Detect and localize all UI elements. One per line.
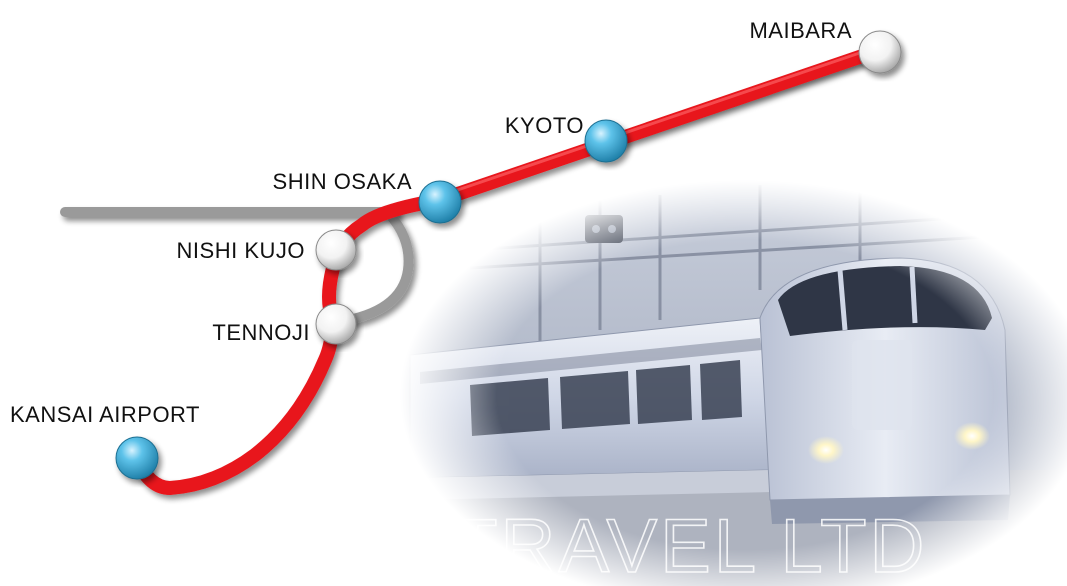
station-kyoto[interactable]: KYOTO bbox=[505, 113, 628, 163]
minor-station-marker[interactable] bbox=[858, 30, 902, 74]
signal bbox=[585, 215, 623, 243]
train-photo bbox=[390, 170, 1067, 586]
station-label-nishi-kujo: NISHI KUJO bbox=[177, 238, 305, 263]
station-label-kyoto: KYOTO bbox=[505, 113, 584, 138]
station-tennoji[interactable]: TENNOJI bbox=[212, 303, 357, 345]
minor-station-marker[interactable] bbox=[315, 303, 357, 345]
station-nishi-kujo[interactable]: NISHI KUJO bbox=[177, 229, 357, 271]
station-kansai-airport[interactable]: KANSAI AIRPORT bbox=[10, 402, 200, 480]
headlight-right bbox=[954, 422, 990, 450]
station-label-maibara: MAIBARA bbox=[749, 18, 852, 43]
catenary-structures bbox=[469, 185, 1001, 360]
route-line bbox=[130, 43, 887, 495]
station-label-kansai-airport: KANSAI AIRPORT bbox=[10, 402, 200, 427]
train-windshield bbox=[778, 266, 992, 336]
major-station-marker[interactable] bbox=[418, 180, 462, 224]
station-shin-osaka[interactable]: SHIN OSAKA bbox=[273, 169, 462, 224]
watermark: ©JHN TRAVEL LTD bbox=[213, 504, 928, 586]
station-maibara[interactable]: MAIBARA bbox=[749, 18, 902, 74]
station-label-tennoji: TENNOJI bbox=[212, 320, 310, 345]
station-label-shin-osaka: SHIN OSAKA bbox=[273, 169, 412, 194]
coach-windows bbox=[470, 360, 742, 436]
headlight-left bbox=[808, 436, 844, 464]
major-station-marker[interactable] bbox=[115, 436, 159, 480]
major-station-marker[interactable] bbox=[584, 119, 628, 163]
loop-line bbox=[333, 210, 414, 327]
minor-station-marker[interactable] bbox=[315, 229, 357, 271]
